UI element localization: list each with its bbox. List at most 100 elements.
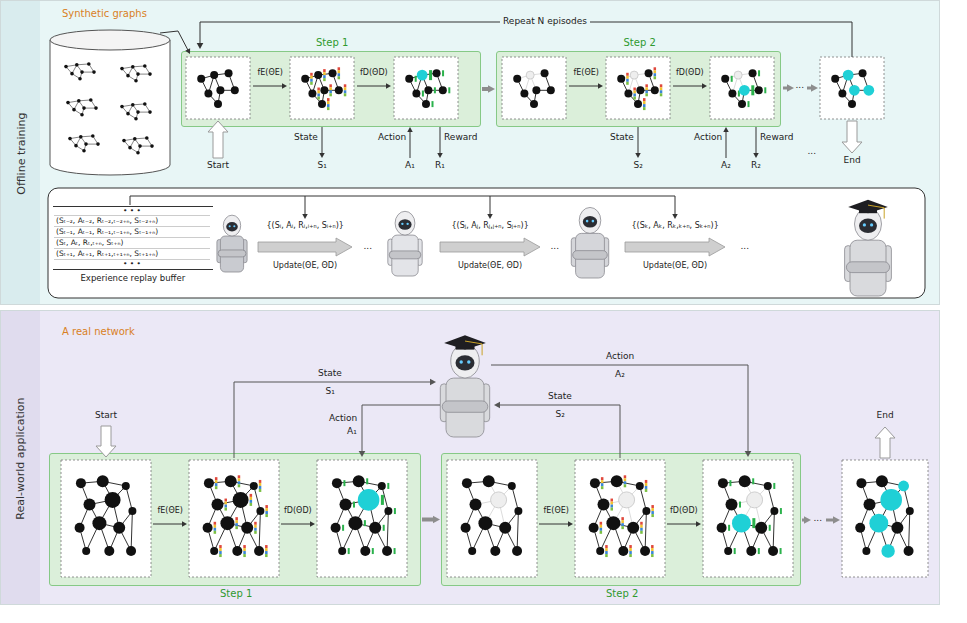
robot-torso bbox=[576, 233, 605, 278]
embedding-bar bbox=[235, 520, 238, 523]
embedding-bar bbox=[611, 502, 614, 505]
graph-node bbox=[143, 102, 147, 106]
graph-edge bbox=[742, 90, 744, 104]
graph-node bbox=[508, 482, 516, 490]
graph-node bbox=[335, 86, 343, 94]
graph-edge bbox=[628, 94, 638, 105]
graph-edge bbox=[633, 528, 645, 551]
graph-edge bbox=[201, 79, 208, 94]
graph-node bbox=[717, 523, 727, 533]
embedding-bar bbox=[621, 526, 624, 529]
graph-node bbox=[203, 523, 213, 533]
graph-node bbox=[483, 475, 495, 487]
buffer-caption: Experience replay buffer bbox=[81, 273, 186, 283]
embedding-bar bbox=[238, 478, 241, 481]
embedding-bar bbox=[611, 499, 614, 502]
graph-node bbox=[120, 67, 124, 71]
graph-node bbox=[212, 499, 224, 511]
graph-edge bbox=[103, 481, 113, 500]
embedding-bar bbox=[626, 76, 629, 79]
graph-edge bbox=[133, 105, 138, 112]
arrow-line bbox=[491, 365, 748, 452]
score-bar bbox=[442, 70, 444, 76]
arrow-head bbox=[386, 83, 391, 89]
graph-node bbox=[770, 507, 778, 515]
graph-edge bbox=[145, 66, 150, 74]
graph-node bbox=[831, 75, 839, 83]
graph-edge bbox=[753, 73, 759, 90]
annotation-label: Repeat N episodes bbox=[500, 16, 590, 27]
graph-edge bbox=[725, 79, 732, 94]
graph-edge bbox=[621, 75, 634, 79]
graph-frame bbox=[189, 460, 279, 577]
graph-edge bbox=[84, 144, 86, 151]
graph-node bbox=[131, 103, 135, 107]
robot-crossed-arms bbox=[218, 250, 246, 257]
side-strip bbox=[1, 311, 40, 604]
robot-arm bbox=[417, 239, 422, 265]
embedding-bar bbox=[643, 107, 646, 110]
graph-edge bbox=[227, 500, 240, 523]
embedding-bar bbox=[238, 481, 241, 484]
graph-node bbox=[642, 507, 650, 515]
arrow-head bbox=[487, 214, 493, 219]
graph-node bbox=[514, 507, 522, 515]
embedding-bar bbox=[624, 475, 627, 478]
graph-node bbox=[96, 142, 100, 146]
robot-crossed-arms bbox=[846, 262, 889, 273]
network-graph bbox=[68, 134, 100, 152]
graph-node bbox=[864, 499, 876, 511]
graph-node bbox=[764, 482, 772, 490]
table-rule bbox=[54, 237, 210, 238]
graph-node bbox=[848, 100, 856, 108]
embedding-bar bbox=[329, 84, 332, 87]
graph-node bbox=[747, 492, 763, 508]
graph-edge bbox=[879, 523, 898, 528]
graph-edge bbox=[409, 75, 422, 79]
score-bar bbox=[758, 70, 760, 76]
graph-edge bbox=[897, 511, 909, 528]
graph-edge bbox=[741, 523, 751, 551]
cap-crown bbox=[859, 207, 877, 213]
embedding-bar bbox=[317, 91, 320, 94]
graph-node bbox=[79, 135, 83, 139]
embedding-bar bbox=[651, 511, 654, 514]
embedding-bar bbox=[651, 545, 654, 548]
graph-edge bbox=[145, 104, 150, 112]
graph-edge bbox=[536, 90, 550, 91]
flow-line bbox=[482, 87, 489, 91]
graph-node bbox=[76, 478, 86, 488]
graph-edge bbox=[220, 90, 234, 91]
score-bar bbox=[422, 91, 424, 97]
graph-node bbox=[891, 522, 903, 534]
graph-edge bbox=[476, 500, 499, 505]
embedding-bar bbox=[214, 522, 217, 525]
graph-node bbox=[369, 522, 381, 534]
annotation-label: • • • bbox=[123, 259, 141, 268]
graph-node bbox=[512, 546, 522, 556]
graph-edge bbox=[649, 73, 655, 90]
graph-edge bbox=[879, 500, 891, 523]
step-title: Step 1 bbox=[220, 588, 252, 600]
embedding-bar bbox=[600, 531, 603, 534]
graph-node bbox=[384, 507, 392, 515]
score-bar bbox=[432, 101, 434, 107]
embedding-bar bbox=[344, 93, 347, 96]
graph-edge bbox=[99, 523, 109, 551]
encode-arrow bbox=[253, 83, 287, 89]
graph-edge bbox=[495, 528, 505, 551]
embedding-bar bbox=[265, 508, 268, 511]
graph-frame bbox=[447, 460, 537, 577]
graph-edge bbox=[517, 75, 530, 79]
graph-edge bbox=[68, 101, 79, 103]
graph-edge bbox=[355, 523, 365, 551]
graph-frame bbox=[842, 460, 928, 577]
graph-node bbox=[84, 499, 96, 511]
graph-edge bbox=[131, 511, 132, 551]
score-bar bbox=[415, 76, 417, 82]
arrow-line bbox=[826, 519, 834, 522]
graph-edge bbox=[138, 146, 140, 153]
graph-edge bbox=[604, 500, 627, 505]
graph-edge bbox=[517, 79, 524, 94]
